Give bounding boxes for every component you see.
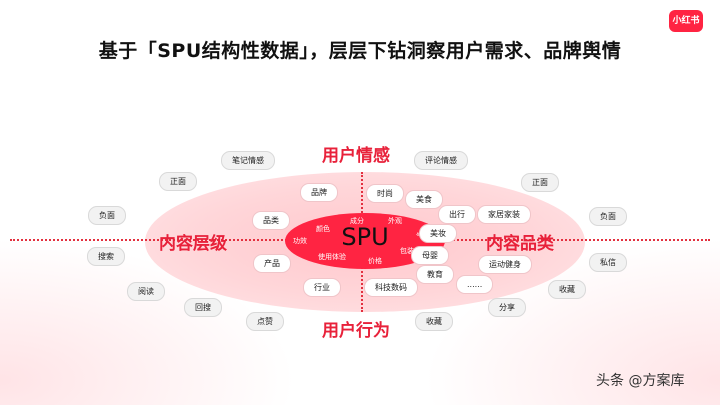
outer-tag: 收藏 bbox=[548, 280, 586, 299]
inner-tag: 行业 bbox=[303, 278, 341, 297]
inner-tag: ...... bbox=[456, 275, 494, 294]
inner-tag: 出行 bbox=[438, 205, 476, 224]
axis-label-left: 内容层级 bbox=[159, 234, 227, 254]
outer-tag: 搜索 bbox=[87, 247, 125, 266]
spu-center-label: SPU bbox=[341, 223, 389, 251]
axis-label-right: 内容品类 bbox=[486, 234, 554, 254]
outer-tag: 阅读 bbox=[127, 282, 165, 301]
outer-tag: 正面 bbox=[521, 173, 559, 192]
xiaohongshu-logo: 小红书 bbox=[669, 10, 703, 32]
axis-label-top: 用户情感 bbox=[322, 146, 390, 166]
inner-tag: 美妆 bbox=[419, 224, 457, 243]
watermark: 头条 @方案库 bbox=[596, 373, 685, 389]
outer-tag: 负面 bbox=[88, 206, 126, 225]
core-word: 包装 bbox=[400, 247, 414, 255]
outer-tag: 收藏 bbox=[415, 312, 453, 331]
outer-tag: 笔记情感 bbox=[221, 151, 275, 170]
inner-tag: 产品 bbox=[253, 254, 291, 273]
inner-tag: 美食 bbox=[405, 190, 443, 209]
core-word: 功效 bbox=[293, 237, 307, 245]
core-word: 成分 bbox=[350, 217, 364, 225]
inner-tag: 母婴 bbox=[411, 246, 449, 265]
outer-tag: 回搜 bbox=[184, 298, 222, 317]
page-title: 基于「SPU结构性数据」，层层下钻洞察用户需求、品牌舆情 bbox=[98, 40, 622, 62]
core-word: 外观 bbox=[388, 217, 402, 225]
inner-tag: 科技数码 bbox=[364, 278, 418, 297]
inner-tag: 运动健身 bbox=[478, 255, 532, 274]
core-word: 价格 bbox=[368, 257, 382, 265]
inner-tag: 教育 bbox=[416, 265, 454, 284]
outer-tag: 正面 bbox=[159, 172, 197, 191]
outer-tag: 评论情感 bbox=[414, 151, 468, 170]
outer-tag: 负面 bbox=[589, 207, 627, 226]
outer-tag: 点赞 bbox=[246, 312, 284, 331]
outer-tag: 私信 bbox=[589, 253, 627, 272]
outer-tag: 分享 bbox=[488, 298, 526, 317]
inner-tag: 家居家装 bbox=[477, 205, 531, 224]
inner-tag: 品类 bbox=[252, 211, 290, 230]
core-word: 颜色 bbox=[316, 225, 330, 233]
axis-label-bottom: 用户行为 bbox=[322, 321, 390, 341]
core-word: 使用体验 bbox=[318, 253, 346, 261]
inner-tag: 时尚 bbox=[366, 184, 404, 203]
inner-tag: 品牌 bbox=[300, 183, 338, 202]
